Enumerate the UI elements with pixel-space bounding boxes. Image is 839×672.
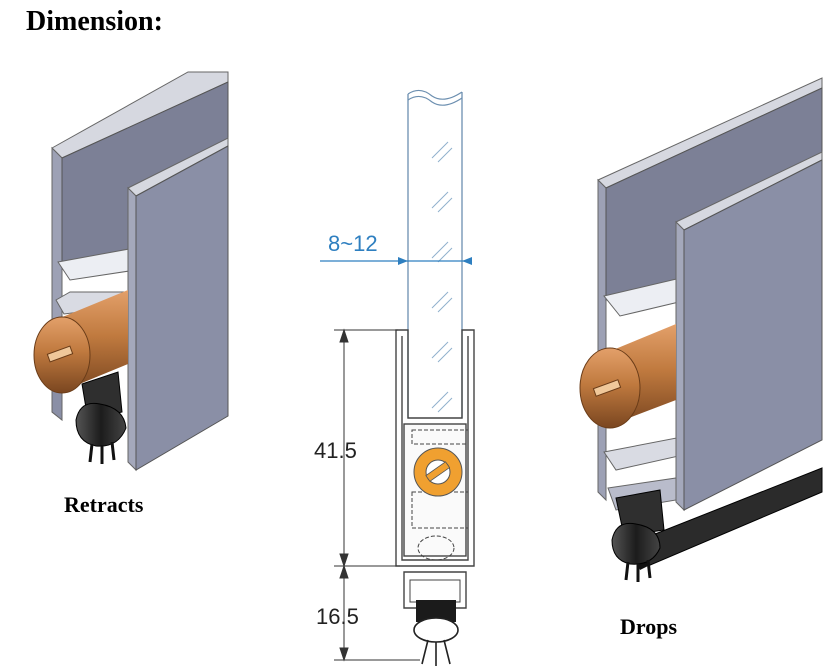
profile-height-label: 41.5 [314,438,357,463]
brass-cam-drops [579,324,676,429]
page-title: Dimension: [26,6,163,37]
cam-section [413,447,463,497]
retracts-illustration [33,71,229,472]
drops-caption: Drops [620,614,678,639]
glass-width-dimension: 8~12 [320,231,472,265]
seal-retracts [75,371,127,464]
seal-drop-label: 16.5 [316,604,359,629]
seal-section [413,600,459,666]
seal-drops [611,467,823,582]
drops-illustration [579,77,823,582]
brass-cam-retracts [33,290,128,394]
height-dimensions [334,328,420,662]
retracts-caption: Retracts [64,492,144,517]
cross-section: 8~12 [314,89,475,666]
glass-panel [407,89,463,418]
glass-width-label: 8~12 [328,231,378,256]
